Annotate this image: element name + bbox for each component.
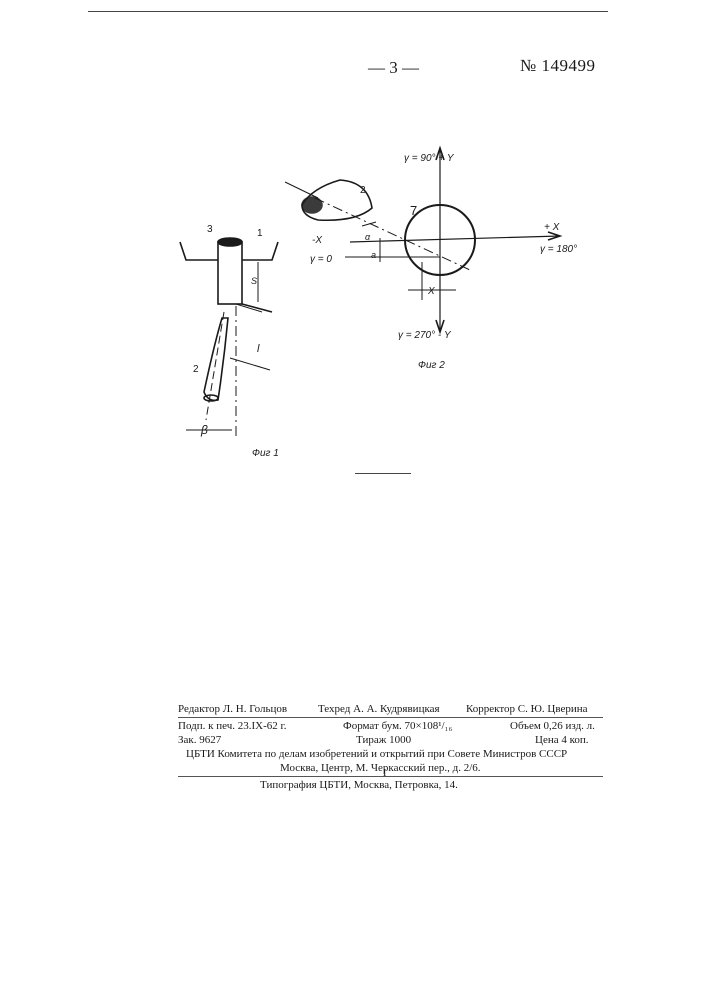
section-rule: [355, 473, 411, 474]
fig2-label-gamma180: γ = 180°: [540, 244, 577, 255]
colophon-row-order: Зак. 9627 Тираж 1000 Цена 4 коп.: [178, 733, 603, 747]
printer: Типография ЦБТИ, Москва, Петровка, 14.: [260, 778, 458, 792]
figure-2: [285, 148, 560, 332]
colophon-row-credits: Редактор Л. Н. Гольцов Техред А. А. Кудр…: [178, 702, 603, 716]
price: Цена 4 коп.: [535, 733, 589, 747]
colophon: Редактор Л. Н. Гольцов Техред А. А. Кудр…: [178, 702, 603, 792]
fig2-label-minus-x: -X: [312, 235, 322, 246]
volume: Объем 0,26 изд. л.: [510, 719, 595, 733]
fig2-label-gamma0: γ = 0: [310, 254, 332, 265]
paper-format: Формат бум. 70×108¹/₁₆: [343, 719, 452, 733]
fig2-tool-axis: [315, 198, 470, 270]
fig1-needle-axis: [206, 312, 224, 420]
fig2-label-a: a: [371, 250, 376, 260]
corrector-credit: Корректор С. Ю. Цверина: [466, 702, 588, 716]
fig2-tool-end: [302, 197, 322, 213]
fig1-rod-top: [218, 238, 242, 246]
fig1-label-s: S: [251, 276, 257, 286]
fig1-caption: Фиг 1: [252, 448, 279, 459]
fig2-tool-axis-start: [285, 182, 318, 198]
colophon-rule: [178, 717, 603, 718]
fig1-label-1: 1: [257, 228, 263, 239]
fig2-label-gamma270: γ = 270° - Y: [398, 330, 452, 341]
fig2-label-alpha: α: [365, 232, 371, 242]
colophon-row-org: ЦБТИ Комитета по делам изобретений и отк…: [178, 747, 603, 761]
publisher-org: ЦБТИ Комитета по делам изобретений и отк…: [186, 747, 567, 761]
fig1-rod: [218, 242, 242, 304]
fig1-label-beta: β: [200, 423, 208, 437]
editor-credit: Редактор Л. Н. Гольцов: [178, 702, 287, 716]
colophon-row-address: Москва, Центр, М. Черкасский пер., д. 2/…: [178, 761, 603, 775]
signed-date: Подп. к печ. 23.IX-62 г.: [178, 719, 287, 733]
fig2-caption: Фиг 2: [418, 360, 445, 371]
fig2-label-gamma90: γ = 90° + Y: [404, 153, 455, 164]
fig1-label-l: l: [257, 343, 260, 355]
fig1-left-bracket: [180, 242, 218, 260]
fig2-label-x: X: [427, 286, 435, 297]
fig2-horizontal-axis: [350, 236, 560, 242]
colophon-rule-bottom: [178, 776, 603, 777]
fig1-right-bracket: [242, 242, 278, 260]
techred-credit: Техред А. А. Кудрявицкая: [318, 702, 440, 716]
footer-mark: I: [383, 768, 386, 779]
fig1-label-2: 2: [193, 364, 199, 375]
fig1-needle: [204, 318, 228, 400]
colophon-row-print-info: Подп. к печ. 23.IX-62 г. Формат бум. 70×…: [178, 719, 603, 733]
print-run: Тираж 1000: [356, 733, 411, 747]
fig1-label-3: 3: [207, 224, 213, 235]
order-number: Зак. 9627: [178, 733, 221, 747]
fig2-label-plus-x: + X: [544, 222, 560, 233]
fig2-label-7: 7: [410, 203, 417, 218]
publisher-address: Москва, Центр, М. Черкасский пер., д. 2/…: [280, 761, 481, 775]
colophon-row-printer: Типография ЦБТИ, Москва, Петровка, 14.: [178, 778, 603, 792]
figure-1: [180, 238, 278, 440]
fig2-label-2: 2: [360, 185, 366, 196]
